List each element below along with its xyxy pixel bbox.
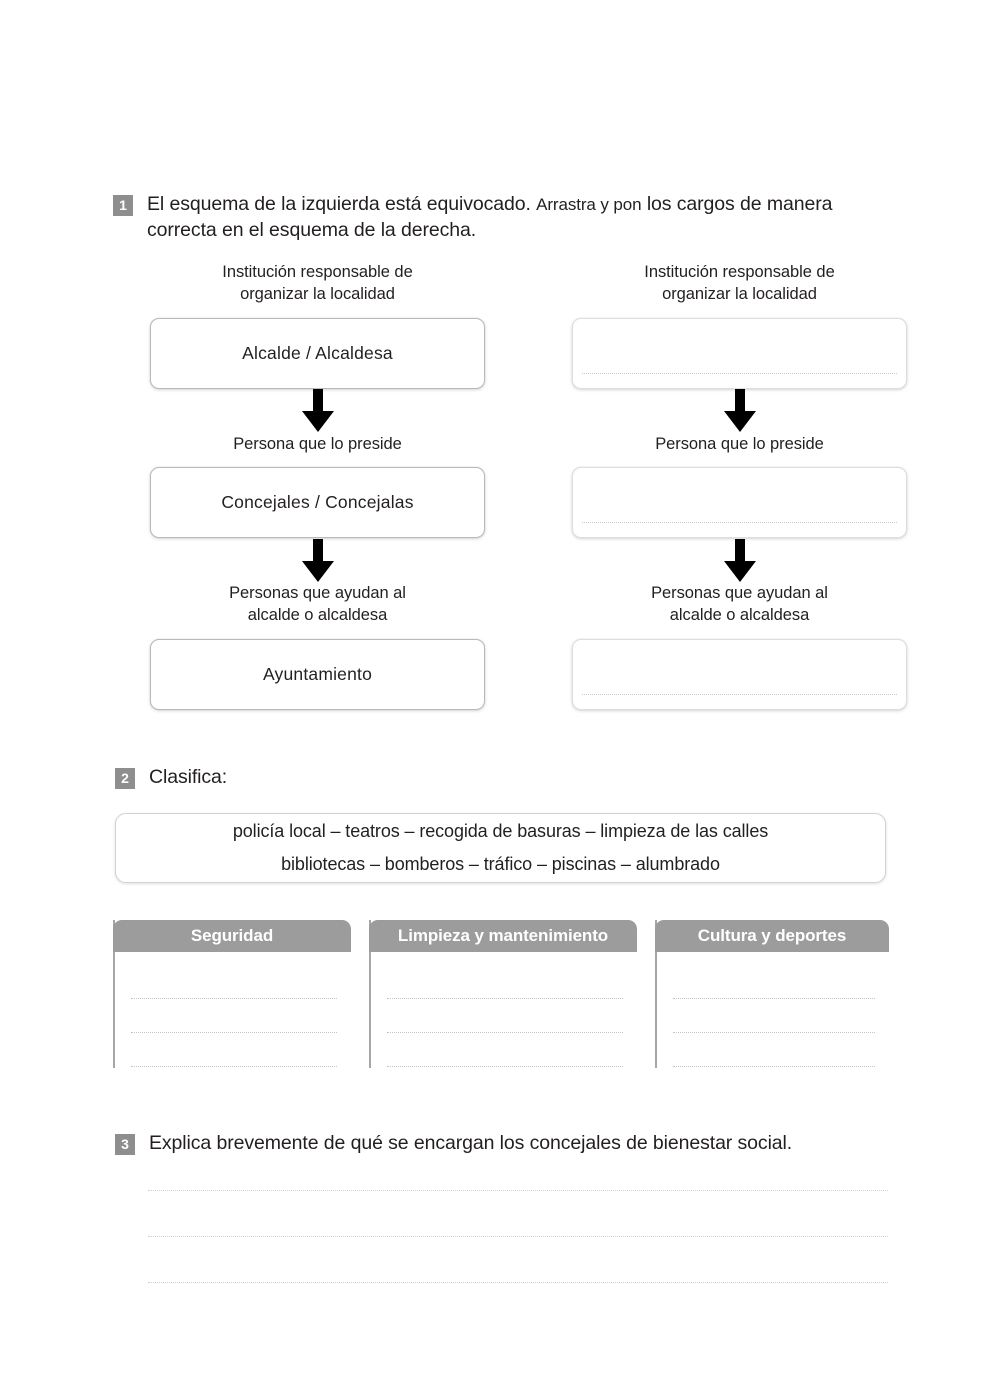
- left-arrow-2: [150, 538, 485, 583]
- left-caption-2: Persona que lo preside: [233, 434, 402, 453]
- right-caption-1-line-1: Institución responsable de: [644, 263, 835, 281]
- left-box-concejales[interactable]: Concejales / Concejalas: [150, 467, 485, 539]
- word-bank-line-1: policía local – teatros – recogida de ba…: [232, 820, 769, 841]
- down-arrow-icon: [301, 389, 334, 433]
- classify-body-cultura: [657, 952, 889, 1068]
- classify-answer-line[interactable]: [131, 998, 337, 999]
- right-caption-1-line-2: organizar la localidad: [662, 284, 817, 303]
- down-arrow-icon: [301, 538, 334, 582]
- exercise-1-prompt: El esquema de la izquierda está equivoca…: [147, 192, 893, 243]
- exercise-3-answer-area: [148, 1190, 888, 1300]
- classify-answer-line[interactable]: [673, 1032, 875, 1033]
- classify-answer-line[interactable]: [673, 998, 875, 999]
- left-caption-3-line-2: alcalde o alcaldesa: [247, 606, 388, 625]
- classify-header-seguridad: Seguridad: [113, 920, 351, 952]
- classify-answer-line[interactable]: [131, 1066, 337, 1067]
- exercise-3-prompt: Explica brevemente de qué se encargan lo…: [149, 1132, 793, 1154]
- left-arrow-1: [150, 389, 485, 434]
- left-caption-1-line-2: organizar la localidad: [240, 284, 395, 303]
- right-dropzone-3[interactable]: [572, 638, 907, 710]
- classify-column-limpieza: Limpieza y mantenimiento: [369, 920, 637, 1068]
- right-caption-2: Persona que lo preside: [655, 434, 824, 453]
- right-dropzone-2[interactable]: [572, 467, 907, 539]
- left-box-alcalde[interactable]: Alcalde / Alcaldesa: [150, 317, 485, 389]
- right-arrow-1: [572, 389, 907, 434]
- exercise-1-number-badge: 1: [113, 195, 133, 216]
- classify-answer-line[interactable]: [131, 1032, 337, 1033]
- right-dropzone-1[interactable]: [572, 317, 907, 389]
- left-caption-1-line-1: Institución responsable de: [222, 263, 413, 281]
- left-flow-diagram: Institución responsable de organizar la …: [150, 262, 485, 710]
- exercise-1-header: 1 El esquema de la izquierda está equivo…: [113, 192, 893, 243]
- down-arrow-icon: [723, 538, 756, 582]
- right-arrow-2: [572, 538, 907, 583]
- classify-body-seguridad: [115, 952, 351, 1068]
- classify-answer-line[interactable]: [387, 1032, 623, 1033]
- right-caption-3: Personas que ayudan al alcalde o alcalde…: [572, 583, 907, 627]
- exercise-3-header: 3 Explica brevemente de qué se encargan …: [115, 1131, 905, 1157]
- classify-answer-line[interactable]: [673, 1066, 875, 1067]
- exercise-3-answer-line[interactable]: [148, 1236, 888, 1237]
- right-caption-1: Institución responsable de organizar la …: [572, 262, 907, 306]
- right-flow-diagram: Institución responsable de organizar la …: [572, 262, 907, 710]
- exercise-1-prompt-rest: los cargos de manera correcta en el esqu…: [147, 193, 833, 241]
- classification-table: Seguridad Limpieza y mantenimiento Cultu…: [113, 920, 889, 1068]
- word-bank: policía local – teatros – recogida de ba…: [115, 813, 886, 883]
- exercise-1-prompt-emphasis: Arrastra y pon: [536, 195, 642, 214]
- classify-column-cultura: Cultura y deportes: [655, 920, 889, 1068]
- exercise-1-prompt-main: El esquema de la izquierda está equivoca…: [147, 193, 531, 215]
- left-box-ayuntamiento[interactable]: Ayuntamiento: [150, 638, 485, 710]
- right-caption-3-line-2: alcalde o alcaldesa: [669, 606, 810, 625]
- left-caption-1: Institución responsable de organizar la …: [150, 262, 485, 306]
- classify-column-seguridad: Seguridad: [113, 920, 351, 1068]
- word-bank-line-2: bibliotecas – bomberos – tráfico – pisci…: [281, 854, 720, 874]
- exercise-2-number-badge: 2: [115, 768, 135, 789]
- exercise-3-answer-line[interactable]: [148, 1190, 888, 1191]
- exercise-2-prompt: Clasifica:: [149, 766, 228, 788]
- left-caption-3-line-1: Personas que ayudan al: [229, 584, 406, 603]
- down-arrow-icon: [723, 389, 756, 433]
- right-caption-3-line-1: Personas que ayudan al: [651, 584, 828, 603]
- classify-answer-line[interactable]: [387, 998, 623, 999]
- exercise-2-header: 2 Clasifica:: [115, 765, 815, 791]
- classify-body-limpieza: [371, 952, 637, 1068]
- classify-header-limpieza: Limpieza y mantenimiento: [369, 920, 637, 952]
- left-caption-3: Personas que ayudan al alcalde o alcalde…: [150, 583, 485, 627]
- classify-answer-line[interactable]: [387, 1066, 623, 1067]
- exercise-3-answer-line[interactable]: [148, 1282, 888, 1283]
- exercise-3-number-badge: 3: [115, 1134, 135, 1155]
- classify-header-cultura: Cultura y deportes: [655, 920, 889, 952]
